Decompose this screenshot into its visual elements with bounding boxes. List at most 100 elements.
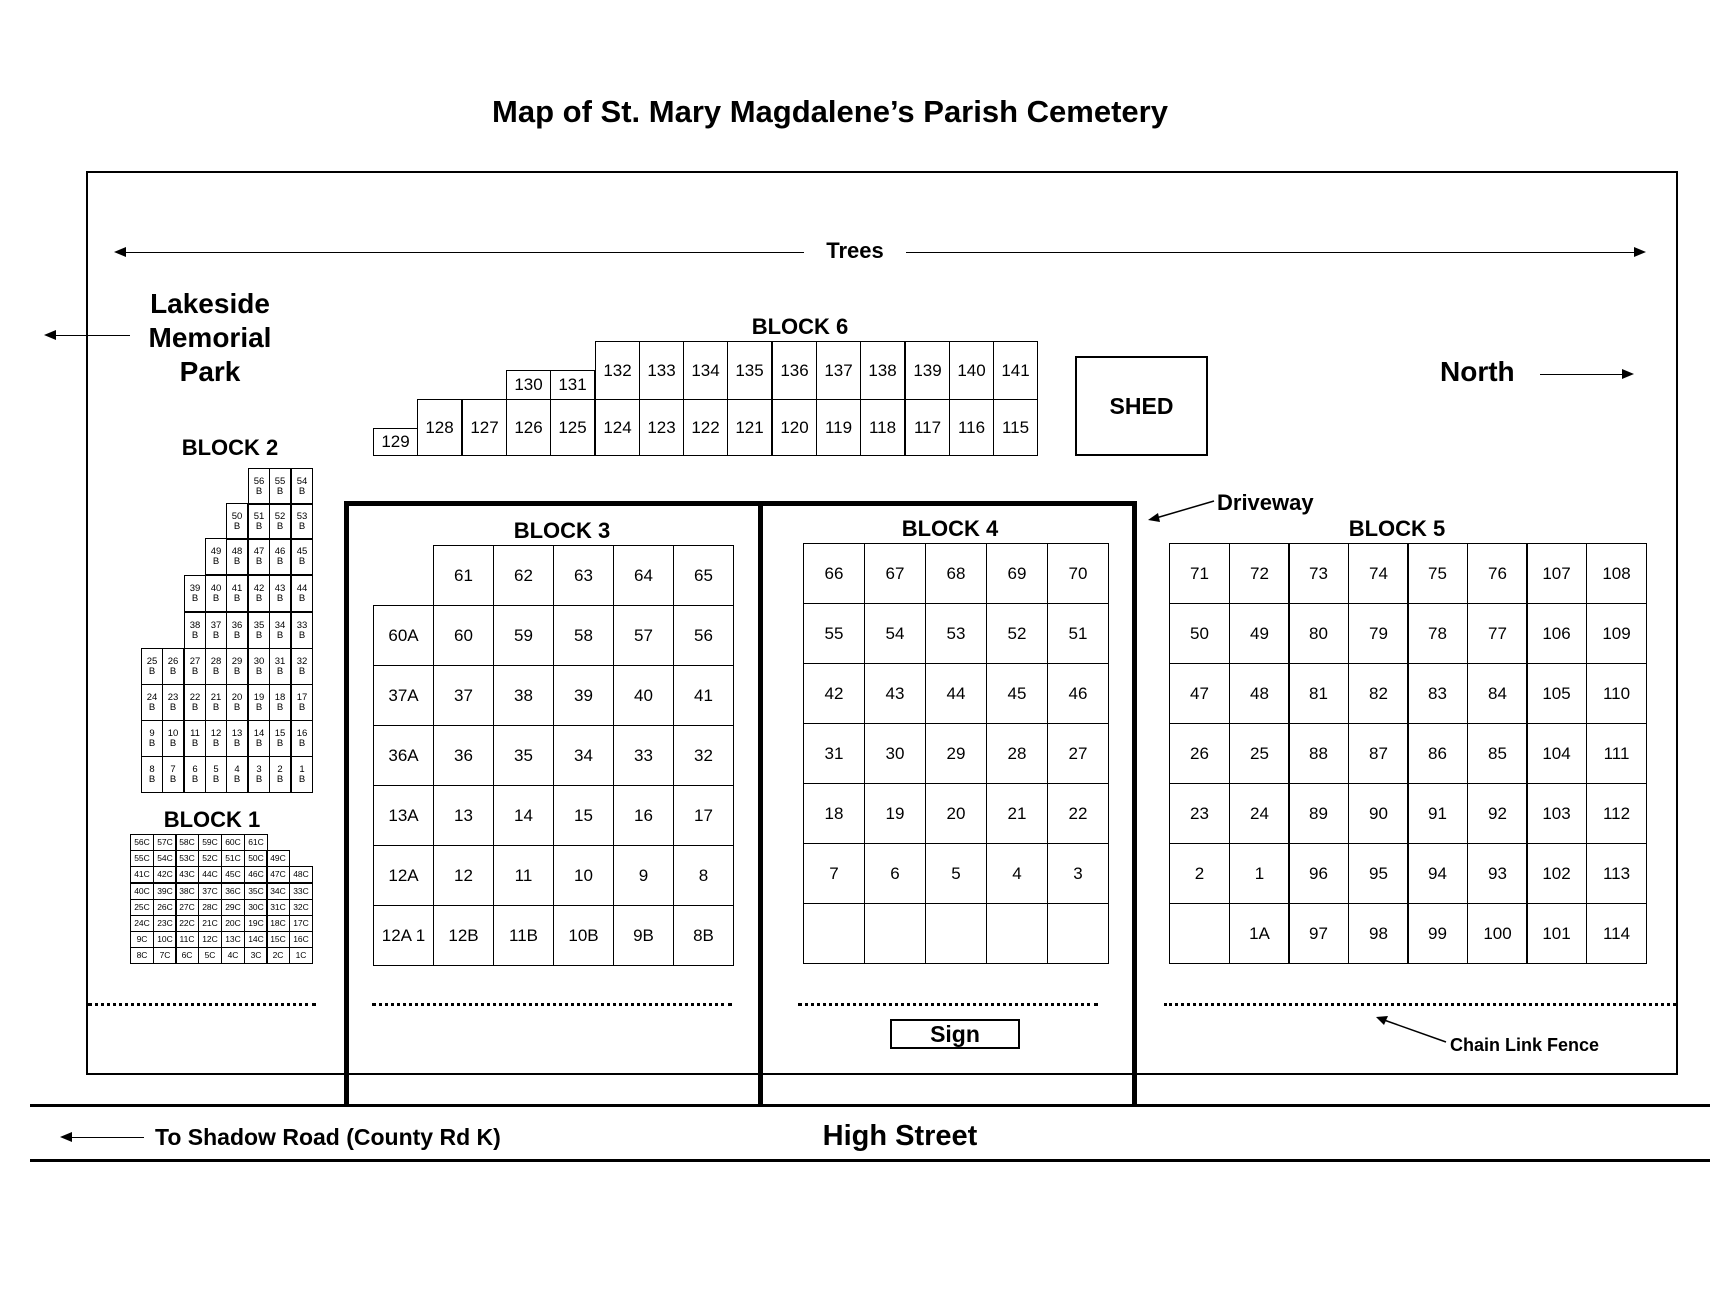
- block5-plot: 77: [1467, 603, 1528, 664]
- block3-plot-label: 15: [574, 805, 593, 825]
- block4-plot-label: 51: [1068, 623, 1088, 643]
- block1-plot-label: 2C: [272, 950, 284, 961]
- block1-plot: 44C: [198, 866, 222, 883]
- block4-plot-label: 45: [1007, 683, 1027, 703]
- block6-plot-label: 135: [735, 360, 764, 380]
- block1-plot-label: 29C: [225, 902, 241, 913]
- block5-plot: 94: [1407, 843, 1468, 904]
- north-arrow-line: [1540, 374, 1624, 375]
- block4-plot: 19: [864, 783, 926, 844]
- block6-plot-label: 118: [868, 417, 897, 437]
- block5-plot: 105: [1526, 663, 1587, 724]
- block1-plot: 47C: [266, 866, 290, 883]
- block6-plot-label: 141: [1001, 360, 1030, 380]
- block1-plot: 43C: [175, 866, 199, 883]
- block3-plot-label: 12A 1: [381, 925, 426, 945]
- block1-plot-label: 58C: [179, 837, 195, 848]
- block1-plot-label: 24C: [134, 918, 150, 929]
- block1-plot: 9C: [130, 931, 154, 948]
- block3-plot-label: 65: [694, 565, 713, 585]
- block6-plot: 141: [993, 341, 1038, 400]
- block5-plot-label: 25: [1250, 743, 1269, 763]
- block3-plot-label: 37A: [388, 685, 419, 705]
- block3-plot-label: 11B: [509, 925, 538, 945]
- block4-plot: 22: [1047, 783, 1109, 844]
- block5-plot-label: 114: [1602, 923, 1631, 943]
- block6-plot: 122: [683, 399, 728, 456]
- block5-plot-label: 93: [1488, 863, 1507, 883]
- block6-plot: 130: [506, 370, 551, 400]
- shadow-road-arrow-head-icon: [60, 1132, 72, 1142]
- block3-plot-label: 56: [694, 625, 713, 645]
- block1-plot-label: 1C: [295, 950, 307, 961]
- block1-plot: 40C: [130, 883, 154, 900]
- block5-plot-label: 87: [1369, 743, 1388, 763]
- block1-plot-label: 6C: [181, 950, 193, 961]
- block1-plot-label: 55C: [134, 853, 150, 864]
- block1-plot: 25C: [130, 899, 154, 916]
- block4-plot: [803, 903, 865, 964]
- block1-plot-label: 33C: [293, 886, 309, 897]
- trees-label: Trees: [826, 238, 884, 263]
- block1-plot: 46C: [244, 866, 268, 883]
- block5-plot: 72: [1229, 543, 1290, 604]
- block6-plot: 135: [727, 341, 772, 400]
- block5-plot-label: 24: [1250, 803, 1269, 823]
- block1-plot: 7C: [153, 947, 177, 964]
- block1-plot: 55C: [130, 850, 154, 867]
- block5-plot: 87: [1348, 723, 1409, 784]
- block4-plot-label: 43: [885, 683, 905, 703]
- block1-plot: 57C: [153, 834, 177, 851]
- block6-plot-label: 123: [647, 417, 676, 437]
- block5-plot-label: 110: [1602, 683, 1631, 703]
- block1-plot-label: 31C: [270, 902, 286, 913]
- block1-plot: 48C: [289, 866, 313, 883]
- block5-plot-label: 77: [1488, 623, 1507, 643]
- block6-plot: 140: [949, 341, 994, 400]
- block1-plot-label: 36C: [225, 886, 241, 897]
- block1-plot-label: 35C: [248, 886, 264, 897]
- block4-plot: 5: [925, 843, 987, 904]
- block4-plot: [864, 903, 926, 964]
- block1-plot: 58C: [175, 834, 199, 851]
- block4-plot: 7: [803, 843, 865, 904]
- block3-plot: 12A: [373, 845, 434, 906]
- block4-plot-label: 44: [946, 683, 966, 703]
- block1-plot: 28C: [198, 899, 222, 916]
- block3-plot: 64: [613, 545, 674, 606]
- block3-plot: 9B: [613, 905, 674, 966]
- block1-plot-label: 25C: [134, 902, 150, 913]
- block4-plot-label: 21: [1007, 803, 1027, 823]
- block5-plot-label: 91: [1428, 803, 1447, 823]
- block4-plot: 67: [864, 543, 926, 604]
- block1-label: BLOCK 1: [163, 807, 261, 832]
- block6-plot: 137: [816, 341, 861, 400]
- block4-plot: 4: [986, 843, 1048, 904]
- block1-plot-label: 10C: [157, 934, 173, 945]
- lakeside-label-2: Memorial: [148, 322, 272, 353]
- block3-plot: 15: [553, 785, 614, 846]
- block5-plot: 97: [1288, 903, 1349, 964]
- block1-plot-label: 28C: [202, 902, 218, 913]
- block3-plot-label: 14: [514, 805, 533, 825]
- block1-plot: 51C: [221, 850, 245, 867]
- block5-plot: 76: [1467, 543, 1528, 604]
